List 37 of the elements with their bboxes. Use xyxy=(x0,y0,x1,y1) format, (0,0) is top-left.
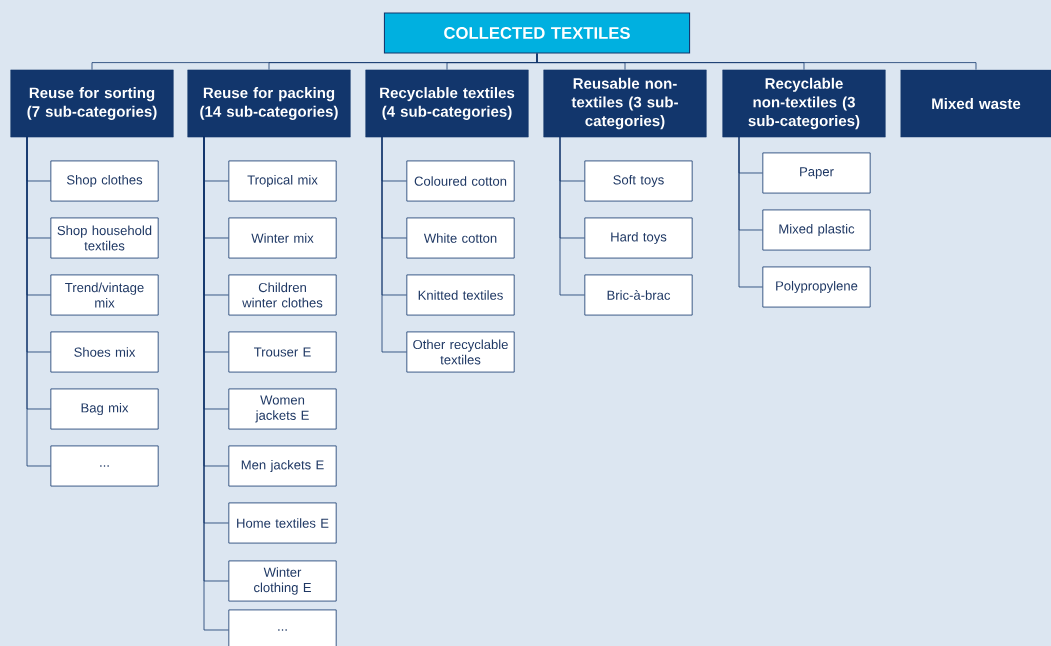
item-box: Tropical mix xyxy=(228,160,337,202)
item-box: Bag mix xyxy=(50,388,159,430)
item-box: Soft toys xyxy=(584,160,693,202)
category-box: Recyclable textiles (4 sub-categories) xyxy=(365,69,529,138)
item-box: Shop clothes xyxy=(50,160,159,202)
item-box: Winter mix xyxy=(228,217,337,259)
connector-line xyxy=(559,136,585,296)
item-box: Shoes mix xyxy=(50,331,159,373)
item-box: Shop household textiles xyxy=(50,217,159,259)
connector-line xyxy=(738,136,763,288)
item-box: Other recyclable textiles xyxy=(406,331,515,373)
category-box: Reusable non-textiles (3 sub-categories) xyxy=(543,69,707,138)
item-box: White cotton xyxy=(406,217,515,259)
item-box: Women jackets E xyxy=(228,388,337,430)
connector-line xyxy=(536,53,977,71)
category-box: Reuse for sorting (7 sub-categories) xyxy=(10,69,174,138)
connector-line xyxy=(381,136,407,353)
item-box: Paper xyxy=(762,152,871,194)
item-box: Children winter clothes xyxy=(228,274,337,316)
item-box: ... xyxy=(50,445,159,487)
item-box: Trouser E xyxy=(228,331,337,373)
connector-line xyxy=(26,136,51,467)
item-box: ... xyxy=(228,609,337,646)
item-box: Hard toys xyxy=(584,217,693,259)
category-box: Reuse for packing (14 sub-categories) xyxy=(187,69,351,138)
item-box: Coloured cotton xyxy=(406,160,515,202)
item-box: Bric-à-brac xyxy=(584,274,693,316)
item-box: Mixed plastic xyxy=(762,209,871,251)
item-box: Knitted textiles xyxy=(406,274,515,316)
category-box: Recyclable non-textiles (3 sub-categories) xyxy=(722,69,886,138)
item-box: Home textiles E xyxy=(228,502,337,544)
item-box: Men jackets E xyxy=(228,445,337,487)
item-box: Trend/vintage mix xyxy=(50,274,159,316)
root-box: COLLECTED TEXTILES xyxy=(383,12,691,54)
item-box: Polypropylene xyxy=(762,266,871,308)
category-box: Mixed waste xyxy=(900,69,1051,138)
item-box: Winter clothing E xyxy=(228,560,337,602)
